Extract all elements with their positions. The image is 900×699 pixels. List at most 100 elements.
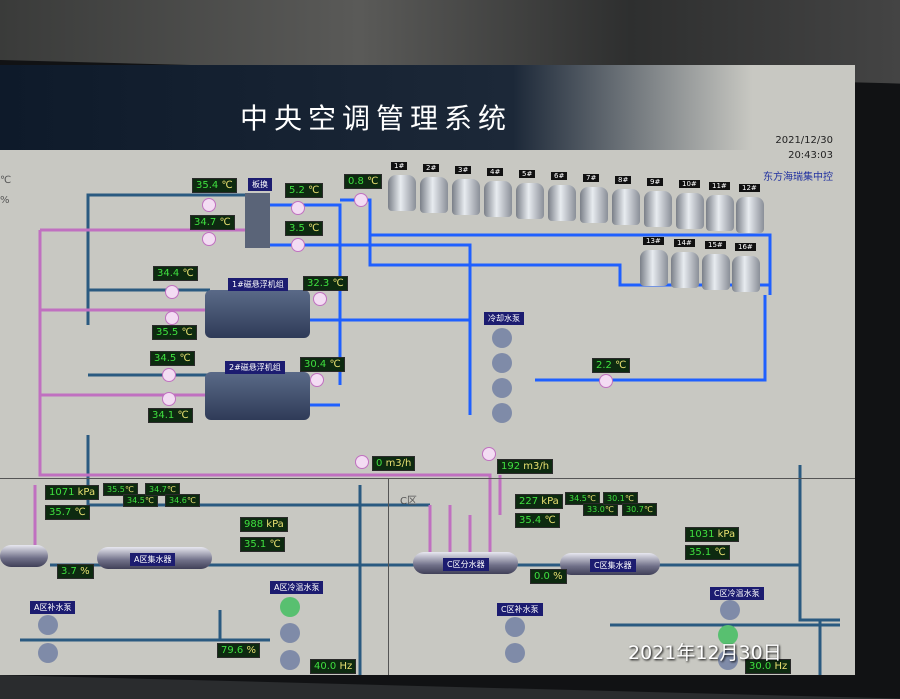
readout: 34.7℃ xyxy=(145,483,180,496)
edge-unit-2: % xyxy=(0,195,10,206)
cooling-tower-fan[interactable]: 4# xyxy=(484,168,512,217)
sensor-marker[interactable] xyxy=(354,193,368,207)
readout: 34.6℃ xyxy=(165,494,200,507)
edge-unit-1: ℃ xyxy=(0,175,12,186)
zone-c-distributor-label: C区分水器 xyxy=(443,558,489,571)
cooling-pump-1[interactable] xyxy=(492,328,512,348)
readout: 2.2 ℃ xyxy=(592,358,631,373)
sensor-marker[interactable] xyxy=(291,238,305,252)
zone-a-circ-pump-3[interactable] xyxy=(280,650,300,670)
sensor-marker[interactable] xyxy=(482,447,496,461)
cooling-pump-4[interactable] xyxy=(492,403,512,423)
sensor-marker[interactable] xyxy=(165,285,179,299)
sensor-marker[interactable] xyxy=(162,368,176,382)
zone-c-circ-pump-3[interactable] xyxy=(718,650,738,670)
zone-c-circ-pump-1[interactable] xyxy=(720,600,740,620)
zone-a-circ-pump-2[interactable] xyxy=(280,623,300,643)
sensor-marker[interactable] xyxy=(202,232,216,246)
readout: 34.5℃ xyxy=(123,494,158,507)
readout: 35.5℃ xyxy=(103,483,138,496)
cooling-tower-fan[interactable]: 8# xyxy=(612,176,640,225)
plate-heat-exchanger xyxy=(245,193,270,248)
chiller-1[interactable] xyxy=(205,290,310,338)
zone-c-makeup-pump-2[interactable] xyxy=(505,643,525,663)
scada-screen: 中央空调管理系统 2021/12/30 20:43:03 东方海瑞集中控 ℃ %… xyxy=(0,65,855,675)
header-date: 2021/12/30 xyxy=(775,135,833,146)
readout: 30.1℃ xyxy=(603,492,638,505)
readout: 30.7℃ xyxy=(622,503,657,516)
cooling-tower-fan[interactable]: 13# xyxy=(640,237,668,286)
readout: 5.2 ℃ xyxy=(285,183,324,198)
cooling-tower-fan[interactable]: 6# xyxy=(548,172,576,221)
flow-readout: 0 m3/h xyxy=(372,456,416,471)
readout: 35.4 ℃ xyxy=(192,178,237,193)
chiller-1-label: 1#磁悬浮机组 xyxy=(228,278,288,291)
sensor-marker[interactable] xyxy=(310,373,324,387)
cooling-pump-3[interactable] xyxy=(492,378,512,398)
photo-date-stamp: 2021年12月30日 xyxy=(628,642,782,664)
cooling-tower-fan[interactable]: 1# xyxy=(388,162,416,211)
cooling-tower-fan[interactable]: 9# xyxy=(644,178,672,227)
readout: 34.5 ℃ xyxy=(150,351,195,366)
zone-a-distributor xyxy=(0,545,48,567)
cooling-tower-fan[interactable]: 7# xyxy=(580,174,608,223)
pump-frequency: 30.0 Hz xyxy=(745,659,792,674)
sensor-marker[interactable] xyxy=(291,201,305,215)
readout: 34.4 ℃ xyxy=(153,266,198,281)
zone-c-circ-pump-label: C区冷温水泵 xyxy=(710,587,764,600)
divider xyxy=(388,478,389,675)
cooling-tower-fan[interactable]: 12# xyxy=(736,184,764,233)
zone-c-circ-pump-2[interactable] xyxy=(718,625,738,645)
readout: 988 kPa xyxy=(240,517,288,532)
cooling-tower-fan[interactable]: 3# xyxy=(452,166,480,215)
valve-opening: 0.0 % xyxy=(530,569,567,584)
plate-hx-label: 板换 xyxy=(248,178,272,191)
readout: 0.8 ℃ xyxy=(344,174,383,189)
zone-c-title: C区 xyxy=(400,496,417,507)
zone-a-collector-label: A区集水器 xyxy=(130,553,176,566)
cooling-tower-fan[interactable]: 16# xyxy=(732,243,760,292)
zone-c-makeup-pump-1[interactable] xyxy=(505,617,525,637)
divider xyxy=(0,478,855,479)
readout: 35.7 ℃ xyxy=(45,505,90,520)
cooling-tower-fan[interactable]: 11# xyxy=(706,182,734,231)
chiller-2-label: 2#磁悬浮机组 xyxy=(225,361,285,374)
zone-c-makeup-pump-label: C区补水泵 xyxy=(497,603,543,616)
pump-frequency: 40.0 Hz xyxy=(310,659,357,674)
page-title: 中央空调管理系统 xyxy=(240,102,513,135)
readout: 35.1 ℃ xyxy=(240,537,285,552)
company-name: 东方海瑞集中控 xyxy=(763,172,833,183)
header-time: 20:43:03 xyxy=(788,150,833,161)
flow-readout: 192 m3/h xyxy=(497,459,554,474)
zone-a-makeup-pump-2[interactable] xyxy=(38,643,58,663)
readout: 35.5 ℃ xyxy=(152,325,197,340)
cooling-tower-fan[interactable]: 14# xyxy=(671,239,699,288)
zone-a-circ-pump-1[interactable] xyxy=(280,597,300,617)
cooling-pump-label: 冷却水泵 xyxy=(484,312,524,325)
sensor-marker[interactable] xyxy=(355,455,369,469)
pipe-network xyxy=(20,193,840,675)
valve-opening: 79.6 % xyxy=(217,643,260,658)
readout: 3.5 ℃ xyxy=(285,221,324,236)
cooling-tower-fan[interactable]: 10# xyxy=(676,180,704,229)
cooling-tower-fan[interactable]: 15# xyxy=(702,241,730,290)
sensor-marker[interactable] xyxy=(202,198,216,212)
readout: 34.1 ℃ xyxy=(148,408,193,423)
chiller-2[interactable] xyxy=(205,372,310,420)
readout: 227 kPa xyxy=(515,494,563,509)
readout: 33.0℃ xyxy=(583,503,618,516)
zone-a-makeup-pump-1[interactable] xyxy=(38,615,58,635)
sensor-marker[interactable] xyxy=(165,311,179,325)
cooling-tower-fan[interactable]: 5# xyxy=(516,170,544,219)
readout: 35.4 ℃ xyxy=(515,513,560,528)
readout: 35.1 ℃ xyxy=(685,545,730,560)
readout: 1031 kPa xyxy=(685,527,740,542)
readout: 34.7 ℃ xyxy=(190,215,235,230)
zone-a-circ-pump-label: A区冷温水泵 xyxy=(270,581,324,594)
sensor-marker[interactable] xyxy=(599,374,613,388)
cooling-tower-fan[interactable]: 2# xyxy=(420,164,448,213)
readout: 32.3 ℃ xyxy=(303,276,348,291)
sensor-marker[interactable] xyxy=(313,292,327,306)
sensor-marker[interactable] xyxy=(162,392,176,406)
cooling-pump-2[interactable] xyxy=(492,353,512,373)
